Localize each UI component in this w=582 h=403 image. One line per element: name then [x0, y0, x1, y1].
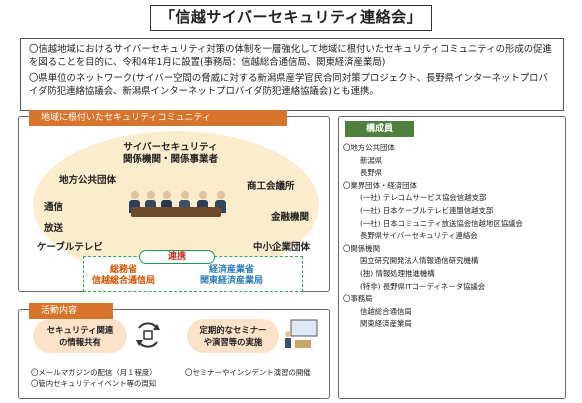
person-figure [179, 191, 190, 213]
telecom-label: 通信 [44, 202, 64, 213]
security-orgs-label: サイバーセキュリティ 関係機関・関係事業者 [123, 142, 218, 166]
member-item: 長野県 [360, 168, 383, 178]
security-orgs-line2: 関係機関・関係事業者 [123, 154, 219, 165]
meti-label: 経済産業省 関東経済産業局 [200, 265, 263, 287]
intro-paragraph-1: 〇信越地域におけるサイバーセキュリティ対策の体制を一層強化して地域に根付いたセキ… [29, 44, 552, 69]
seminar-line2: や演習等の実施 [203, 337, 263, 347]
member-category: 〇関係機関 [343, 243, 380, 253]
member-item: 関東経済産業局 [360, 319, 412, 329]
community-header: 地域に根付いたセキュリティコミュニティ [29, 110, 287, 126]
sme-label: 中小企業団体 [253, 242, 311, 253]
cable-tv-label: ケーブルテレビ [37, 242, 103, 253]
security-orgs-line1: サイバーセキュリティ [123, 142, 218, 153]
member-item: (一社) テレコムサービス協会信越支部 [360, 193, 487, 203]
person-figure [145, 191, 156, 213]
member-item: (特非) 長野県ITコーディネータ協議会 [360, 281, 486, 291]
member-item: (独) 情報処理推進機構 [360, 268, 435, 278]
person-figure [129, 191, 140, 213]
intro-box: 〇信越地域におけるサイバーセキュリティ対策の体制を一層強化して地域に根付いたセキ… [20, 38, 564, 111]
member-item: (一社) 日本コミュニティ放送協会信越地区協議会 [360, 218, 523, 228]
mic-label: 総務省 信越総合通信局 [92, 265, 155, 287]
mic-line2: 信越総合通信局 [92, 276, 156, 286]
broadcast-label: 放送 [44, 223, 64, 234]
activities-panel: 活動内容 セキュリティ関連 の情報共有 定期的なセミナー や演習等の実施 〇メー… [18, 303, 330, 399]
members-panel: 構成員 〇地方公共団体新潟県長野県〇業界団体・経済団体 (一社) テレコムサービス… [338, 116, 566, 399]
activities-header: 活動内容 [29, 303, 113, 319]
member-item: 信越総合通信局 [360, 306, 412, 316]
meeting-table [131, 207, 221, 217]
member-item: 長野県サイバーセキュリティ連絡会 [360, 231, 478, 241]
member-item: 新潟県 [360, 155, 383, 165]
person-figure [197, 191, 208, 213]
meti-line1: 経済産業省 [209, 265, 255, 275]
person-figure [215, 191, 226, 213]
member-category: 〇地方公共団体 [343, 143, 395, 152]
info-sharing-line1: セキュリティ関連 [46, 325, 114, 335]
page-title: 「信越サイバーセキュリティ連絡会」 [150, 5, 432, 31]
meti-line2: 関東経済産業局 [200, 276, 264, 286]
members-header: 構成員 [345, 121, 414, 137]
note-mail-magazine: 〇メールマガジンの配信（月１程度） [31, 368, 157, 377]
info-sharing-pill: セキュリティ関連 の情報共有 [33, 319, 127, 353]
member-category: 〇業界団体・経済団体 [343, 180, 417, 190]
seminar-line1: 定期的なセミナー [199, 325, 267, 335]
note-event-notice: 〇管内セキュリティイベント等の周知 [31, 379, 157, 388]
info-sharing-line2: の情報共有 [59, 337, 101, 347]
member-category: 〇事務局 [343, 294, 373, 304]
intro-paragraph-2: 〇県単位のネットワーク(サイバー空間の脅威に対する新潟県産学官民合同対策プロジェ… [29, 72, 548, 98]
chamber-label: 商工会議所 [247, 181, 295, 192]
info-cycle-icon [136, 322, 160, 348]
local-gov-label: 地方公共団体 [59, 175, 117, 186]
seminar-pill: 定期的なセミナー や演習等の実施 [187, 319, 279, 353]
seminar-icon [285, 319, 318, 348]
note-seminar: 〇セミナーやインシデント演習の開催 [185, 368, 311, 377]
meeting-illustration [121, 191, 231, 231]
community-panel: 地域に根付いたセキュリティコミュニティ サイバーセキュリティ 関係機関・関係事業… [18, 110, 330, 292]
mic-line1: 総務省 [110, 265, 138, 275]
finance-label: 金融機関 [271, 212, 310, 223]
members-list: 〇地方公共団体新潟県長野県〇業界団体・経済団体 (一社) テレコムサービス協会信越… [343, 142, 523, 331]
member-item: 国立研究開発法人情報通信研究機構 [360, 256, 479, 266]
person-figure [161, 191, 172, 213]
cooperation-badge: 連携 [139, 250, 215, 264]
member-item: (一社) 日本ケーブルテレビ連盟信越支部 [360, 205, 494, 215]
